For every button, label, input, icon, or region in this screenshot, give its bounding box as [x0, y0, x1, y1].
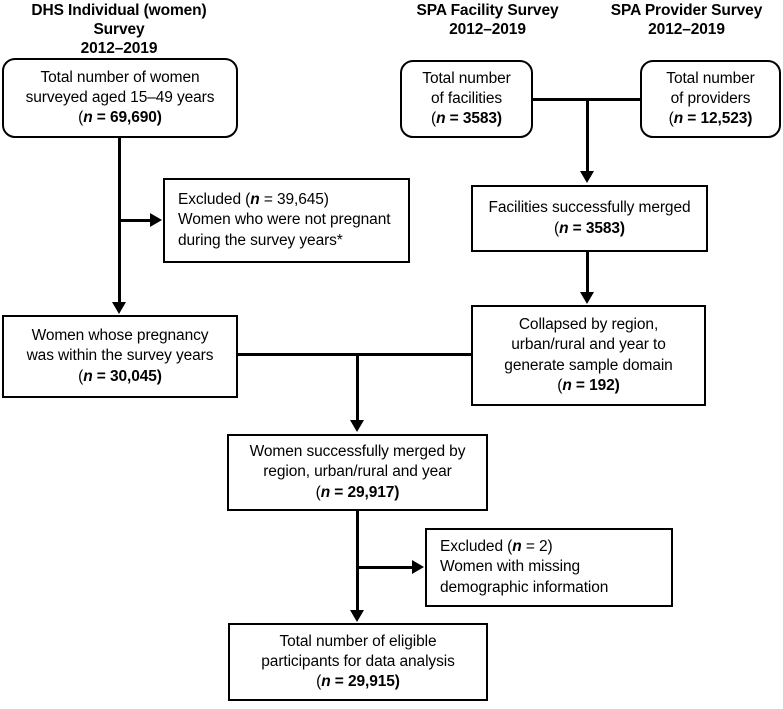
- node-text-line: Total number: [666, 69, 755, 87]
- column-header-dhs: DHS Individual (women) Survey 2012–2019: [0, 2, 238, 59]
- connector-women-merged-main-vertical: [356, 511, 359, 611]
- node-text-line: surveyed aged 15–49 years: [25, 88, 215, 106]
- node-text-line: Total number of women: [40, 68, 200, 86]
- node-text-line: region, urban/rural and year: [263, 463, 452, 481]
- arrowhead-facilities-merged-to-collapsed: [580, 292, 594, 304]
- node-count: (n = 29,917): [315, 483, 400, 501]
- node-text-line: Collapsed by region,: [518, 316, 659, 334]
- node-text-line: urban/rural and year to: [511, 336, 666, 354]
- node-text-line: Total number of eligible: [279, 632, 437, 650]
- header-line: SPA Facility Survey: [416, 2, 559, 19]
- node-count: (n = 3583): [431, 110, 502, 128]
- column-header-spa-facility: SPA Facility Survey 2012–2019: [385, 2, 590, 40]
- node-text-line: Women whose pregnancy: [31, 327, 209, 345]
- header-line: DHS Individual (women): [31, 2, 207, 19]
- node-spa-providers: Total number of providers (n = 12,523): [640, 60, 781, 138]
- node-text-line: was within the survey years: [26, 347, 214, 365]
- connector-mid-join-horizontal: [238, 353, 472, 356]
- header-line: Survey: [93, 20, 145, 38]
- node-text-line: Facilities successfully merged: [488, 199, 691, 217]
- node-text-line: during the survey years*: [178, 231, 343, 249]
- node-count: (n = 69,690): [78, 109, 162, 127]
- node-facilities-merged: Facilities successfully merged (n = 3583…: [471, 185, 708, 252]
- arrowhead-spa-to-facilities-merged: [580, 171, 594, 183]
- connector-dhs-to-excluded-horizontal: [118, 219, 151, 222]
- node-text-line: of providers: [670, 89, 751, 107]
- node-text-line: of facilities: [430, 89, 503, 107]
- node-count: (n = 30,045): [78, 367, 162, 385]
- node-dhs-total: Total number of women surveyed aged 15–4…: [2, 58, 238, 138]
- node-text-line: Women with missing: [440, 558, 581, 576]
- node-spa-facilities: Total number of facilities (n = 3583): [400, 60, 533, 138]
- node-women-pregnancy-in-survey-years: Women whose pregnancy was within the sur…: [2, 315, 238, 398]
- header-line: 2012–2019: [648, 20, 725, 38]
- node-excluded-count: Excluded (n = 39,645): [178, 191, 329, 209]
- node-count: (n = 12,523): [668, 110, 753, 128]
- arrowhead-to-eligible-total: [350, 610, 364, 622]
- node-text-line: Women who were not pregnant: [178, 211, 391, 229]
- arrowhead-dhs-to-excluded: [150, 213, 162, 227]
- arrowhead-to-excluded2: [412, 560, 424, 574]
- node-text-line: participants for data analysis: [261, 652, 455, 670]
- header-line: 2012–2019: [80, 39, 158, 57]
- node-collapsed-sample-domain: Collapsed by region, urban/rural and yea…: [471, 305, 706, 406]
- node-text-line: generate sample domain: [504, 356, 673, 374]
- node-count: (n = 29,915): [316, 673, 400, 691]
- node-text-line: demographic information: [440, 578, 609, 596]
- header-line: 2012–2019: [449, 20, 526, 38]
- connector-mid-join-vertical: [356, 353, 359, 421]
- column-header-spa-provider: SPA Provider Survey 2012–2019: [590, 2, 783, 40]
- arrowhead-dhs-to-pregnant: [112, 302, 126, 314]
- node-total-eligible-participants: Total number of eligible participants fo…: [228, 623, 488, 701]
- node-text-line: Total number: [422, 69, 511, 87]
- connector-spa-join-vertical: [586, 98, 589, 172]
- node-women-excluded-missing-demographics: Excluded (n = 2) Women with missing demo…: [425, 528, 673, 607]
- header-line: SPA Provider Survey: [610, 2, 763, 19]
- arrowhead-mid-join-to-women-merged: [350, 420, 364, 432]
- connector-to-excluded2-horizontal: [356, 566, 413, 569]
- node-count: (n = 192): [557, 376, 620, 394]
- node-excluded-count: Excluded (n = 2): [440, 538, 553, 556]
- node-women-successfully-merged: Women successfully merged by region, urb…: [227, 434, 488, 511]
- connector-facilities-merged-to-collapsed: [586, 252, 589, 293]
- node-text-line: Women successfully merged by: [249, 443, 466, 461]
- node-dhs-excluded: Excluded (n = 39,645) Women who were not…: [163, 178, 410, 263]
- node-count: (n = 3583): [554, 219, 625, 237]
